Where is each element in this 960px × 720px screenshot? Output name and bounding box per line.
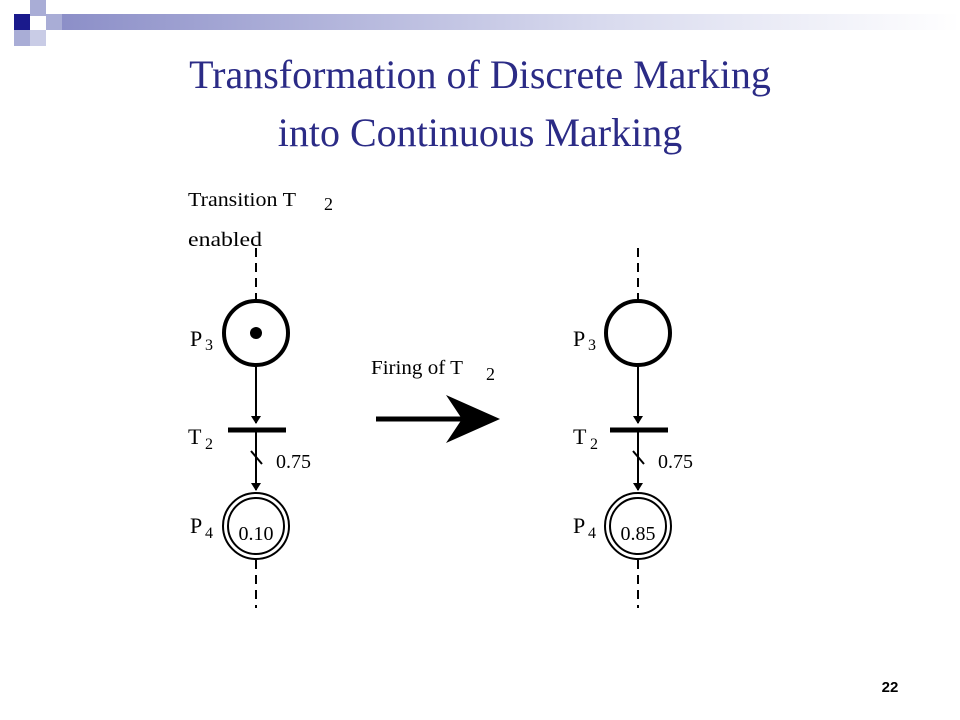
left-caption-line1: Transition T [188, 189, 296, 211]
left-p4-label: P [190, 513, 202, 538]
right-p4-subscript: 4 [588, 525, 596, 542]
right-place-p4-inner [609, 497, 667, 555]
corner-square-light [30, 0, 46, 16]
left-p3-label: P [190, 326, 202, 351]
corner-square-light [14, 30, 30, 46]
left-place-p4-inner [227, 497, 285, 555]
left-caption-subscript: 2 [324, 194, 333, 214]
left-place-p4-outer [222, 492, 290, 560]
title-line-2: into Continuous Marking [277, 110, 683, 155]
right-net: P 3 T 2 0.75 0.85 P 4 [573, 248, 693, 608]
corner-square-dark [14, 14, 30, 30]
right-place-p4-outer [604, 492, 672, 560]
right-p4-marking: 0.85 [621, 523, 656, 545]
left-weight-label: 0.75 [276, 451, 311, 473]
left-net: Transition T 2 enabled P 3 T 2 0.75 0.10… [188, 189, 333, 608]
slide-title: Transformation of Discrete Marking into … [60, 46, 900, 162]
left-t2-subscript: 2 [205, 436, 213, 453]
left-p4-subscript: 4 [205, 525, 213, 542]
corner-square-light [30, 30, 46, 46]
firing-label: Firing of T [371, 357, 463, 379]
corner-square-light [46, 14, 62, 30]
right-t2-label: T [573, 424, 587, 449]
right-weight-label: 0.75 [658, 451, 693, 473]
left-p3-token [250, 327, 262, 339]
header-gradient-bar [62, 14, 960, 30]
left-weight-tick [250, 450, 263, 465]
left-t2-label: T [188, 424, 202, 449]
right-t2-subscript: 2 [590, 436, 598, 453]
right-p4-label: P [573, 513, 585, 538]
firing-arrow-head [446, 395, 500, 443]
left-p3-subscript: 3 [205, 337, 213, 354]
right-weight-tick [632, 450, 645, 465]
firing-label-subscript: 2 [486, 364, 495, 384]
page-number: 22 [881, 679, 899, 696]
firing-arrow-group: Firing of T 2 [371, 357, 500, 443]
left-p4-marking: 0.10 [239, 523, 274, 545]
title-line-1: Transformation of Discrete Marking [189, 52, 771, 97]
left-caption-line2: enabled [188, 229, 262, 251]
right-p3-label: P [573, 326, 585, 351]
right-place-p3 [604, 299, 672, 367]
right-p3-subscript: 3 [588, 337, 596, 354]
